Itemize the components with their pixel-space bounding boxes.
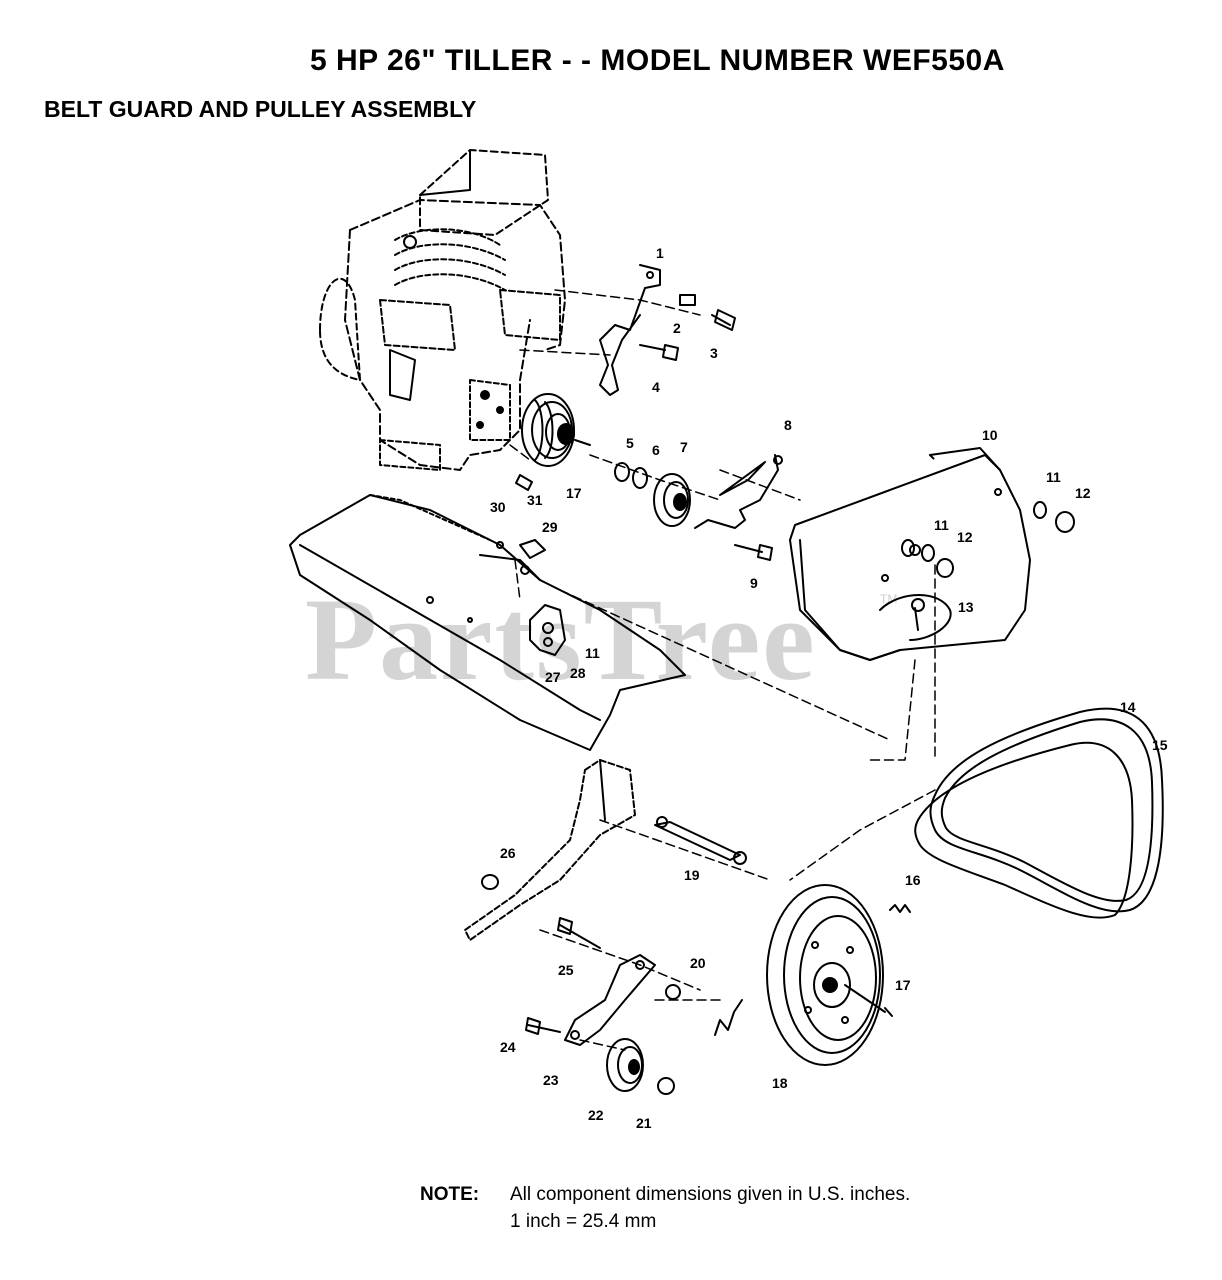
callout: 29 xyxy=(542,519,558,535)
nut-part-20 xyxy=(665,984,681,1000)
callout: 27 xyxy=(545,669,561,685)
nut-part-26 xyxy=(481,874,499,890)
callout: 11 xyxy=(1046,469,1061,485)
callout: 15 xyxy=(1152,737,1168,753)
callout: 25 xyxy=(558,962,574,978)
callout: 2 xyxy=(673,320,681,336)
note-label: NOTE: xyxy=(420,1184,480,1205)
callout: 12 xyxy=(1075,485,1091,501)
callout: 12 xyxy=(957,529,973,545)
frame-plate xyxy=(464,759,636,941)
shield-bracket xyxy=(529,604,566,656)
callout: 11 xyxy=(585,645,600,661)
callout-labels: 1 2 3 4 5 6 7 8 9 10 11 12 11 12 13 14 1… xyxy=(490,245,1168,1131)
bracket-hole xyxy=(773,455,783,465)
callout: 5 xyxy=(626,435,634,451)
large-pulley xyxy=(766,884,893,1066)
idler-arm-part xyxy=(564,954,656,1046)
diagram-title: 5 HP 26" TILLER - - MODEL NUMBER WEF550A xyxy=(310,44,1005,77)
callout: 6 xyxy=(652,442,660,458)
idler-pulley-small xyxy=(606,1038,644,1092)
callout: 4 xyxy=(652,379,660,395)
diagram-subtitle: BELT GUARD AND PULLEY ASSEMBLY xyxy=(44,96,477,122)
spring-part-16 xyxy=(889,904,911,913)
note-line-2: 1 inch = 25.4 mm xyxy=(510,1211,657,1232)
callout: 24 xyxy=(500,1039,516,1055)
callout: 11 xyxy=(934,517,949,533)
callout: 26 xyxy=(500,845,516,861)
callout: 17 xyxy=(566,485,582,501)
callout: 1 xyxy=(656,245,664,261)
idler-spring xyxy=(714,999,743,1036)
idler-bracket-part xyxy=(694,454,779,529)
bolt-part-25 xyxy=(557,917,601,949)
note-line-1: All component dimensions given in U.S. i… xyxy=(510,1184,911,1205)
callout: 28 xyxy=(570,665,586,681)
engine-bracket-part xyxy=(599,264,661,396)
callout: 22 xyxy=(588,1107,604,1123)
clip-part-29 xyxy=(519,539,546,559)
nut-part-21 xyxy=(657,1077,675,1095)
engine-drawing xyxy=(319,149,566,471)
callout: 21 xyxy=(636,1115,652,1131)
idler-pulley-assembly xyxy=(614,462,691,527)
callout: 30 xyxy=(490,499,506,515)
belt-guard-part xyxy=(789,447,1031,661)
callout: 17 xyxy=(895,977,911,993)
bolt-part-9 xyxy=(734,544,773,561)
engine-pulley xyxy=(521,393,591,467)
callout: 13 xyxy=(958,599,974,615)
note: NOTE: All component dimensions given in U… xyxy=(420,1184,910,1206)
tine-shield-part xyxy=(289,494,686,751)
callout: 19 xyxy=(684,867,700,883)
drive-belts xyxy=(914,707,1164,919)
watermark-trademark: TM xyxy=(880,592,898,606)
callout: 20 xyxy=(690,955,706,971)
axle-shaft xyxy=(654,816,747,865)
guard-fasteners xyxy=(901,501,1075,631)
callout: 18 xyxy=(772,1075,788,1091)
callout: 16 xyxy=(905,872,921,888)
key-part-30 xyxy=(515,474,533,491)
callout: 23 xyxy=(543,1072,559,1088)
callout: 14 xyxy=(1120,699,1136,715)
bolt-parts xyxy=(639,294,736,361)
callout: 10 xyxy=(982,427,998,443)
callout: 3 xyxy=(710,345,718,361)
callout: 9 xyxy=(750,575,758,591)
bolt-part-24 xyxy=(525,1017,561,1035)
callout: 31 xyxy=(527,492,543,508)
callout: 8 xyxy=(784,417,792,433)
callout: 7 xyxy=(680,439,688,455)
